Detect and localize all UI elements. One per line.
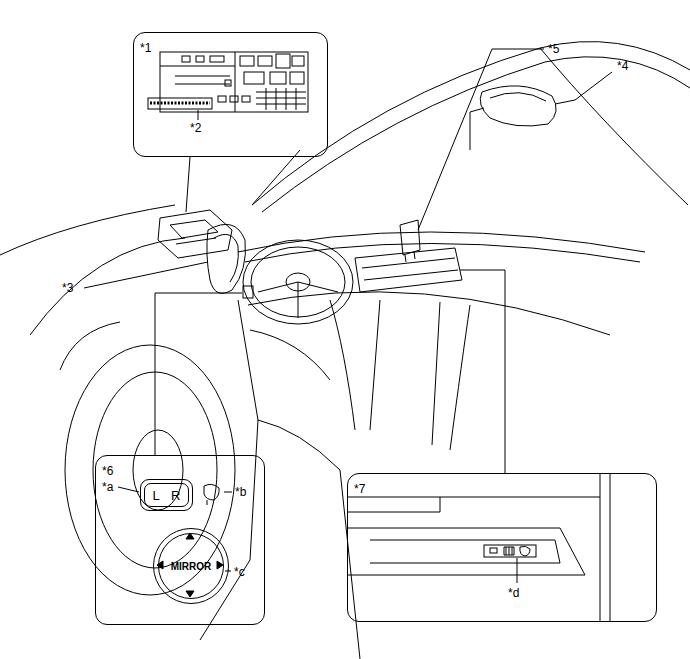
button-rim: [144, 483, 189, 507]
callout-number: *a: [102, 481, 113, 493]
inset-panel: *7: [347, 473, 657, 622]
switch-label: R: [171, 488, 180, 503]
callout-number: *2: [190, 122, 201, 134]
callout-number: *1: [140, 41, 151, 55]
switch-label: L: [153, 488, 160, 503]
mirror-switch: MIRROR: [153, 528, 229, 604]
callout-number: *b: [235, 486, 246, 498]
select-switch: LR: [140, 479, 193, 511]
inset-panel: *1: [133, 32, 328, 157]
callout-number: *5: [548, 43, 559, 55]
callout-number: *6: [102, 464, 113, 478]
callout-number: *d: [508, 587, 519, 599]
callout-number: *4: [617, 60, 628, 72]
callout-number: *7: [354, 482, 365, 496]
callout-number: *3: [62, 282, 73, 294]
callout-number: *c: [234, 566, 245, 578]
inset-panel: *6LR MIRROR: [95, 455, 265, 625]
switch-label: MIRROR: [171, 561, 212, 572]
